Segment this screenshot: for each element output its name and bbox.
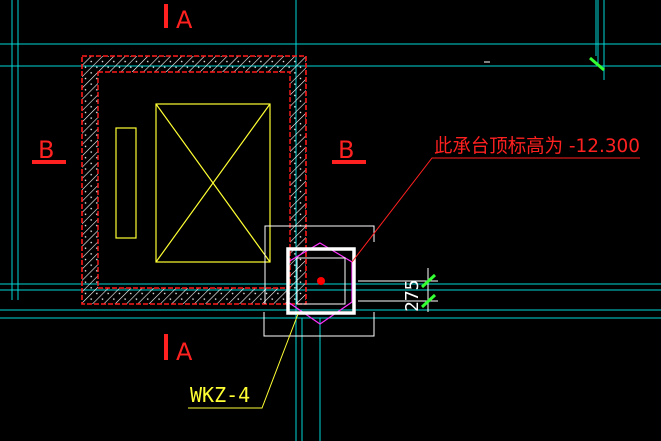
dim-tick-top xyxy=(420,273,437,289)
equipment xyxy=(115,103,271,263)
dim-tick-bottom xyxy=(420,293,437,309)
elevator-car-rect xyxy=(155,103,271,263)
elevation-leader xyxy=(351,157,640,263)
column-inner xyxy=(296,257,346,305)
column-tag-leader xyxy=(188,313,299,409)
elevation-note: 此承台顶标高为 -12.300 xyxy=(434,135,640,157)
section-markers xyxy=(32,4,366,360)
column-tag: WKZ-4 xyxy=(190,383,250,407)
dimension-275: 275 xyxy=(358,268,438,312)
dimension-value: 275 xyxy=(402,279,423,312)
elevator-car-cross-b xyxy=(155,103,271,263)
grid-tick-top-right xyxy=(589,56,605,72)
section-label-left: B xyxy=(38,136,54,164)
section-label-top: A xyxy=(176,6,193,34)
column-outer xyxy=(286,247,356,315)
shaft-wall xyxy=(81,55,307,305)
section-label-right: B xyxy=(338,136,354,164)
wall-inner-outline xyxy=(97,71,291,289)
section-label-bottom: A xyxy=(176,338,193,366)
wall-outer-outline xyxy=(81,55,307,305)
column-center-dot xyxy=(317,277,325,285)
counterweight-rect xyxy=(115,127,137,239)
